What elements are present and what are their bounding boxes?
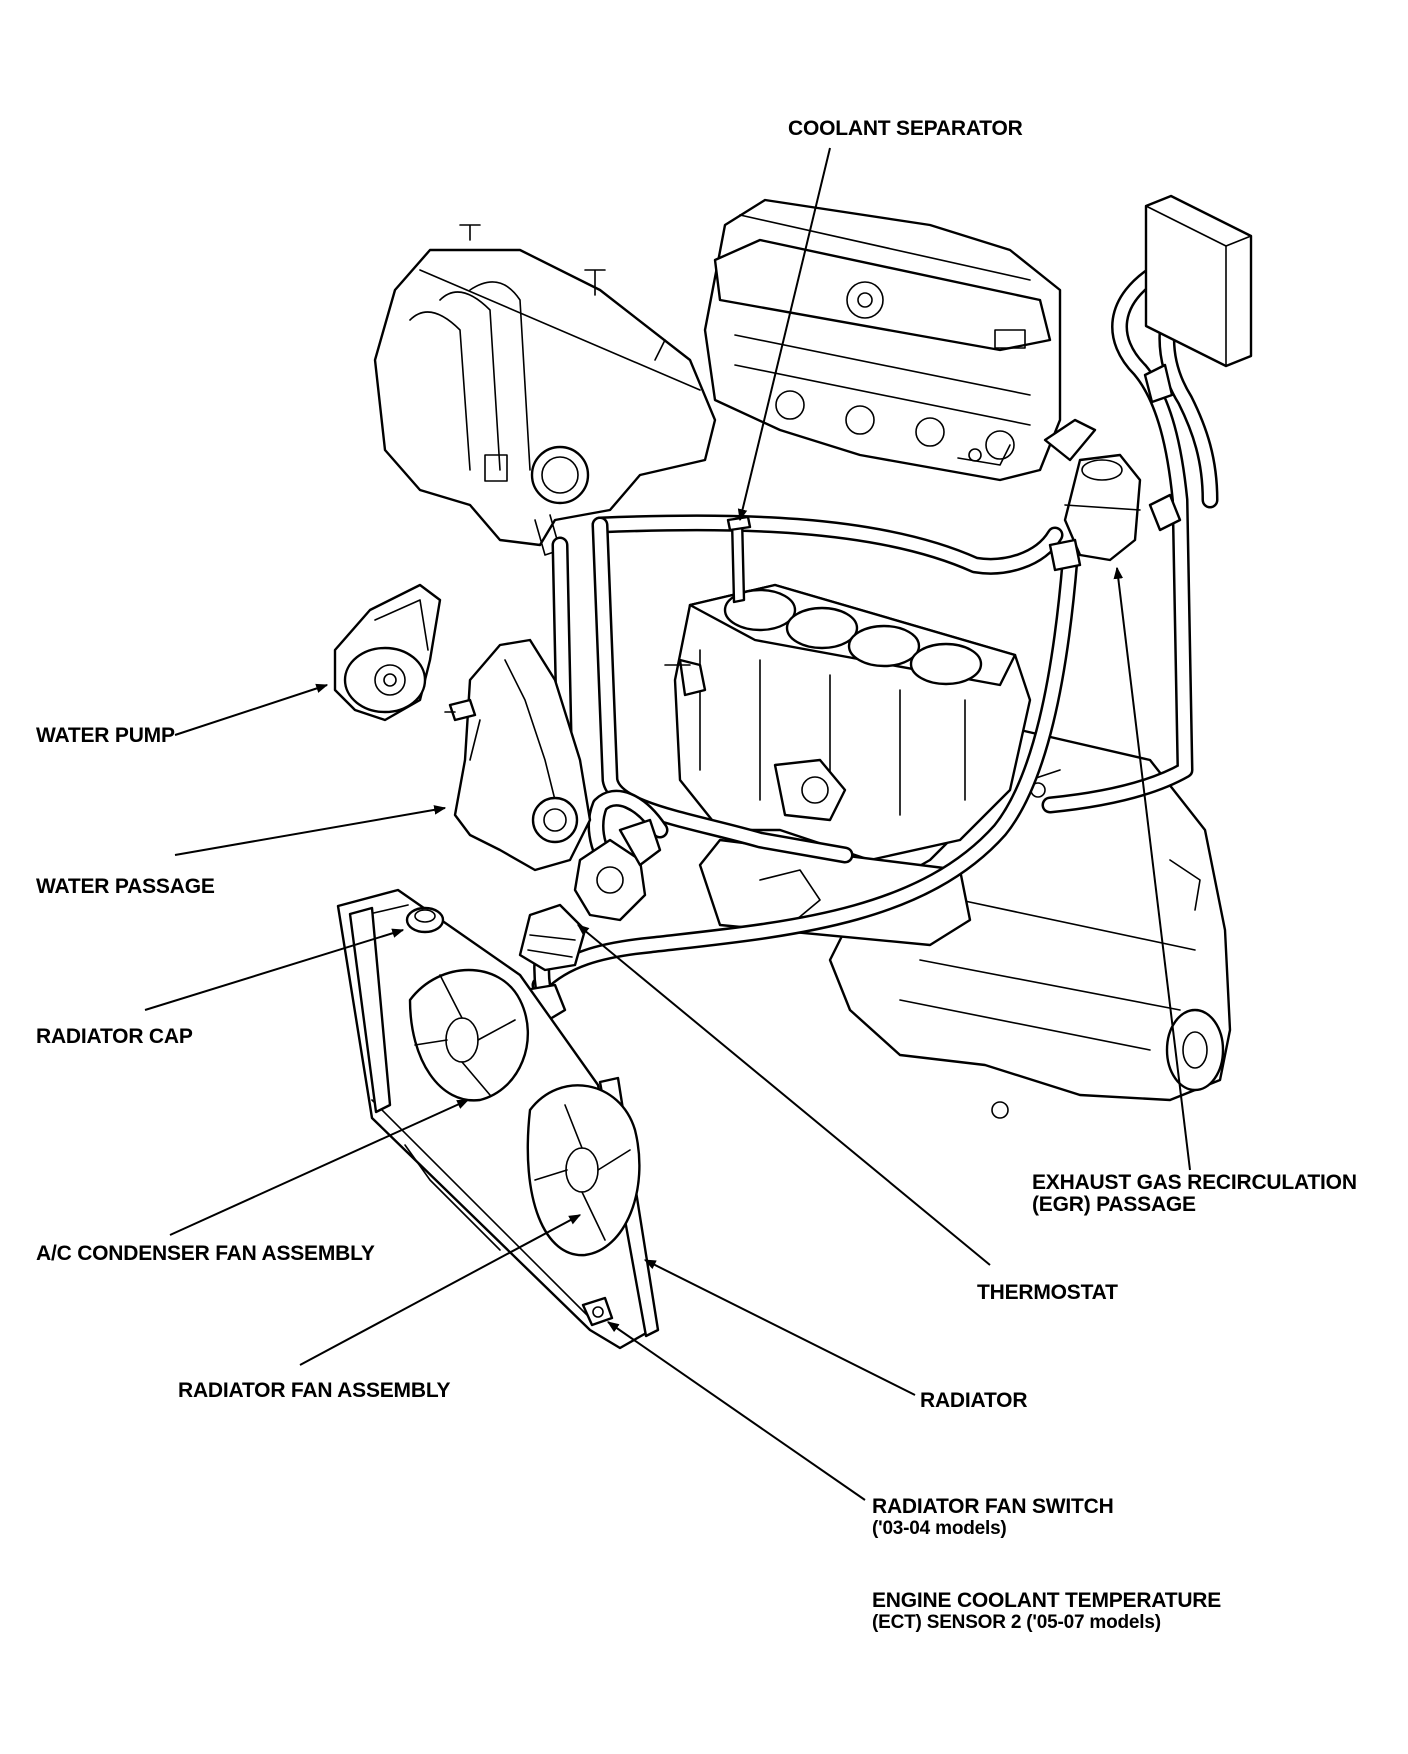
label-thermostat: THERMOSTAT bbox=[977, 1281, 1118, 1304]
label-radiator-cap: RADIATOR CAP bbox=[36, 1025, 193, 1048]
label-radiator-fan-switch: RADIATOR FAN SWITCH ('03-04 models) bbox=[872, 1495, 1114, 1540]
leader-ac-condenser-fan bbox=[169, 1099, 470, 1236]
leader-water-passage bbox=[174, 805, 447, 856]
label-ac-condenser-fan-assembly: A/C CONDENSER FAN ASSEMBLY bbox=[36, 1242, 375, 1265]
leader-radiator bbox=[643, 1259, 916, 1396]
intake-manifold-drawing bbox=[373, 224, 717, 556]
water-pump-drawing bbox=[333, 583, 442, 722]
leader-egr-passage bbox=[1113, 566, 1191, 1171]
label-coolant-separator: COOLANT SEPARATOR bbox=[788, 117, 1023, 140]
leader-radiator-fan-switch bbox=[607, 1321, 866, 1501]
leader-thermostat bbox=[577, 924, 991, 1266]
label-water-pump: WATER PUMP bbox=[36, 724, 175, 747]
cylinder-head-drawing bbox=[703, 198, 1062, 482]
label-radiator-fan-assembly: RADIATOR FAN ASSEMBLY bbox=[178, 1379, 451, 1402]
radiator-drawing bbox=[336, 888, 660, 1350]
reserve-tank-drawing bbox=[1143, 194, 1253, 404]
engine-block-drawing bbox=[664, 583, 1061, 947]
water-passage-drawing bbox=[444, 638, 592, 872]
label-water-passage: WATER PASSAGE bbox=[36, 875, 215, 898]
label-egr-passage: EXHAUST GAS RECIRCULATION (EGR) PASSAGE bbox=[1032, 1171, 1357, 1216]
egr-passage-drawing bbox=[1043, 418, 1182, 572]
label-ect-sensor: ENGINE COOLANT TEMPERATURE (ECT) SENSOR … bbox=[872, 1589, 1222, 1634]
leader-water-pump bbox=[174, 683, 329, 736]
leader-coolant-separator bbox=[737, 147, 831, 522]
leader-radiator-cap bbox=[144, 928, 405, 1011]
label-radiator: RADIATOR bbox=[920, 1389, 1028, 1412]
leader-radiator-fan-assembly bbox=[299, 1214, 582, 1366]
coolant-hoses-drawing bbox=[531, 261, 1219, 1019]
leader-lines bbox=[144, 147, 1191, 1501]
